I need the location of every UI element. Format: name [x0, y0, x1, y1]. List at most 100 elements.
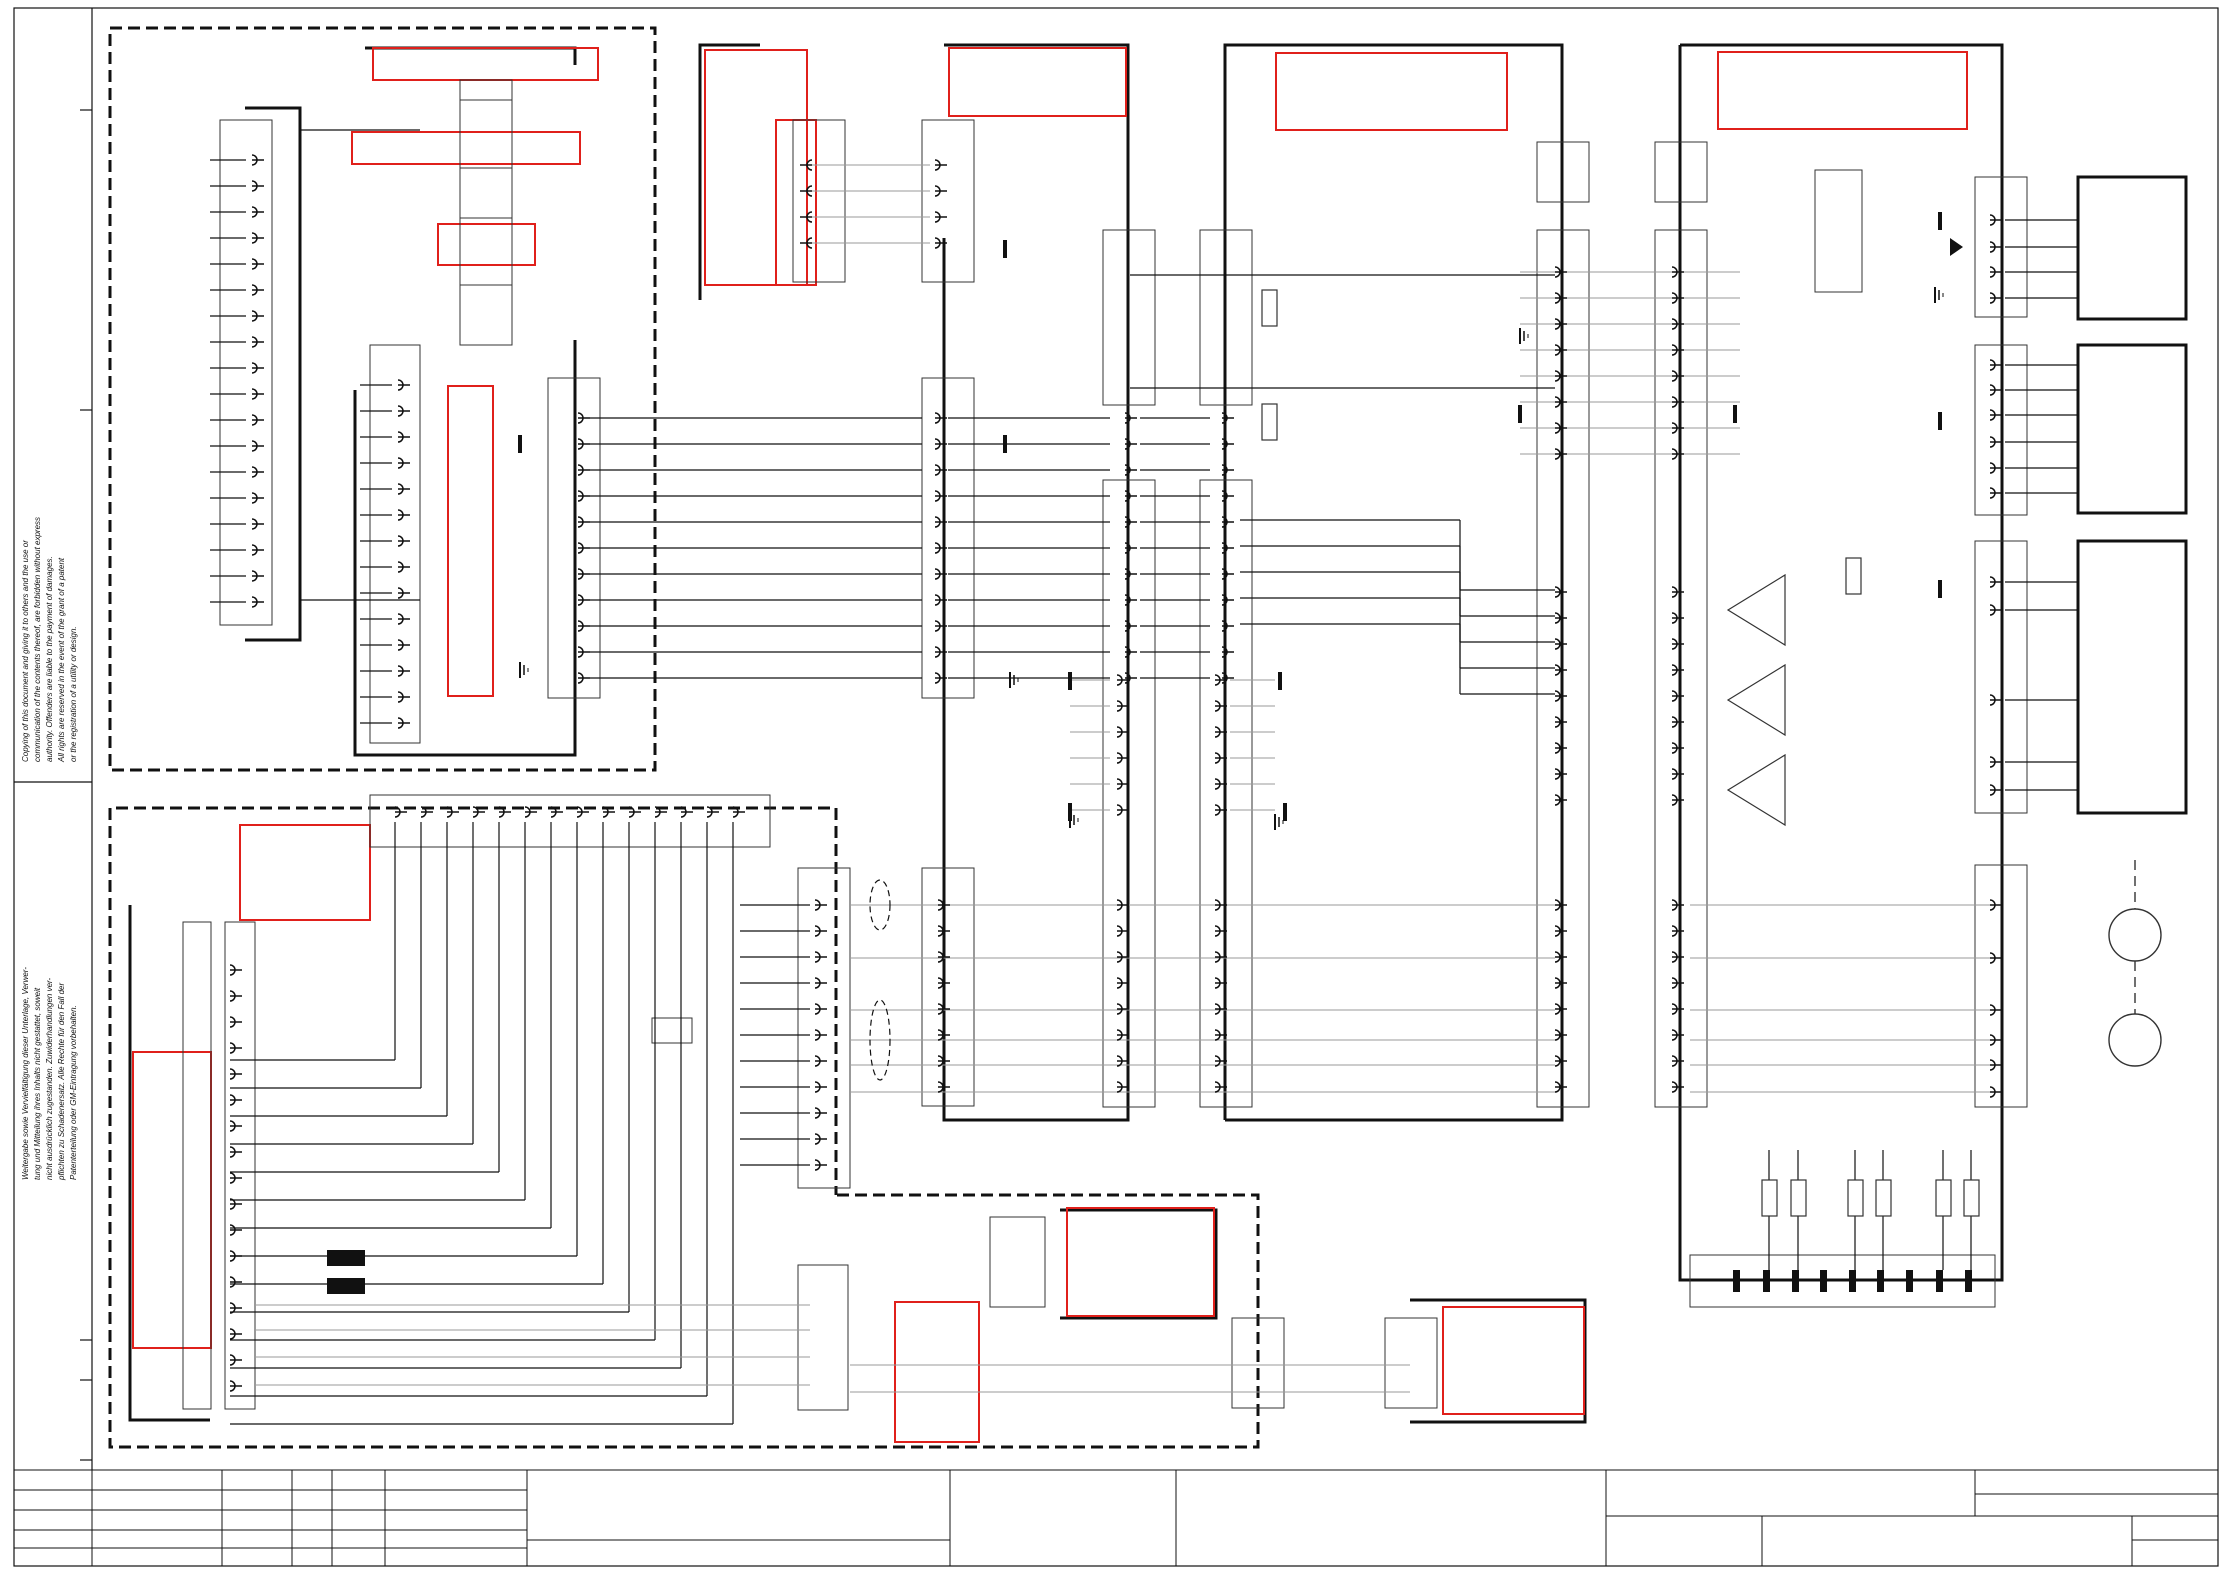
connector-pin [1989, 462, 2002, 474]
connector-pin [577, 438, 590, 450]
connector-pin [1554, 422, 1567, 434]
connector-pin [1124, 516, 1137, 528]
connector-pin [1554, 318, 1567, 330]
connector-pin [251, 232, 264, 244]
connector-pin [397, 561, 410, 573]
connector-pin [1221, 516, 1234, 528]
connector-pin [229, 1328, 242, 1340]
connector-pin [1124, 646, 1137, 658]
connector-pin [229, 1198, 242, 1210]
connector-pin [934, 490, 947, 502]
connector-pin [1116, 752, 1129, 764]
connector-pin [1124, 594, 1137, 606]
connector-pin [934, 159, 947, 171]
connector-pin [1554, 951, 1567, 963]
connector-pin [1989, 1059, 2002, 1071]
connector-pin [397, 613, 410, 625]
connector-pin [251, 518, 264, 530]
connector-pin [934, 620, 947, 632]
connector-pin [937, 951, 950, 963]
connector-pin [1116, 977, 1129, 989]
connector-pin [1671, 448, 1684, 460]
connector-pin [1671, 794, 1684, 806]
connector-pin [800, 237, 813, 249]
drawing-frame [13, 7, 2219, 1567]
connector-pin [1214, 1055, 1227, 1067]
connector-pin [937, 899, 950, 911]
connector-pin [1671, 1003, 1684, 1015]
connector-pin [229, 1302, 242, 1314]
connector-pin [251, 258, 264, 270]
connector-pin [1214, 700, 1227, 712]
connector-pin [1221, 620, 1234, 632]
connector-pin [1989, 384, 2002, 396]
connector-pin [1989, 576, 2002, 588]
connector-pin [1554, 448, 1567, 460]
connector-pin [1214, 925, 1227, 937]
connector-pin [937, 1055, 950, 1067]
connector-blocks [182, 79, 2028, 1411]
connector-pin [251, 492, 264, 504]
connector-pin [1214, 1003, 1227, 1015]
connector-pin [1214, 977, 1227, 989]
connector-pin [446, 806, 459, 818]
connector-pin [1989, 1004, 2002, 1016]
connector-pin [1989, 409, 2002, 421]
connector-pin [397, 717, 410, 729]
connector-pin [654, 806, 667, 818]
connector-pin [1554, 1081, 1567, 1093]
connector-pin [229, 1250, 242, 1262]
connector-pin [1116, 925, 1129, 937]
connector-pin [732, 806, 745, 818]
connector-pin [1671, 266, 1684, 278]
connector-pin [1554, 664, 1567, 676]
connector-pin [1221, 568, 1234, 580]
connector-pin [1554, 396, 1567, 408]
connector-pin [397, 405, 410, 417]
connector-pin [934, 211, 947, 223]
copyright-line: communication of the contents thereof, a… [33, 516, 42, 762]
connector-pin [229, 1120, 242, 1132]
connector-pin [1554, 1003, 1567, 1015]
connector-pin [937, 925, 950, 937]
connector-pin [1124, 438, 1137, 450]
copyright-line: authority. Offenders are liable to the p… [45, 556, 54, 762]
connector-pin [937, 1029, 950, 1041]
connector-pin [420, 806, 433, 818]
connector-pin [577, 542, 590, 554]
connector-pin [1554, 768, 1567, 780]
connector-pin [1554, 977, 1567, 989]
copyright-note-german: Weitergabe sowie Vervielfältigung dieser… [20, 967, 80, 1180]
connector-pin [498, 806, 511, 818]
connector-pin [1554, 1029, 1567, 1041]
connector-pin [1989, 694, 2002, 706]
connector-pin [1554, 292, 1567, 304]
connector-pin [814, 977, 827, 989]
connector-pin [229, 1042, 242, 1054]
connector-pin [1221, 542, 1234, 554]
copyright-line: or the registration of a utility or desi… [69, 626, 78, 762]
connector-pin [397, 379, 410, 391]
copyright-line: All rights are reserved in the event of … [57, 557, 66, 762]
connector-pin [937, 1003, 950, 1015]
connector-pin [1989, 899, 2002, 911]
connector-pin [1989, 784, 2002, 796]
connector-pin [397, 639, 410, 651]
connector-pin [251, 466, 264, 478]
connector-pin [1124, 672, 1137, 684]
connector-pin [577, 516, 590, 528]
connector-pin [1989, 359, 2002, 371]
connector-pin [814, 1081, 827, 1093]
amplifier-symbol [1726, 753, 1786, 827]
connector-pin [934, 542, 947, 554]
connector-pin [934, 438, 947, 450]
connector-pin [229, 1354, 242, 1366]
connector-pin [576, 806, 589, 818]
connector-pin [577, 490, 590, 502]
connector-pin [680, 806, 693, 818]
amplifier-symbol [1726, 573, 1786, 647]
connector-pin [251, 206, 264, 218]
connector-pin [1671, 899, 1684, 911]
connector-pin [1554, 794, 1567, 806]
